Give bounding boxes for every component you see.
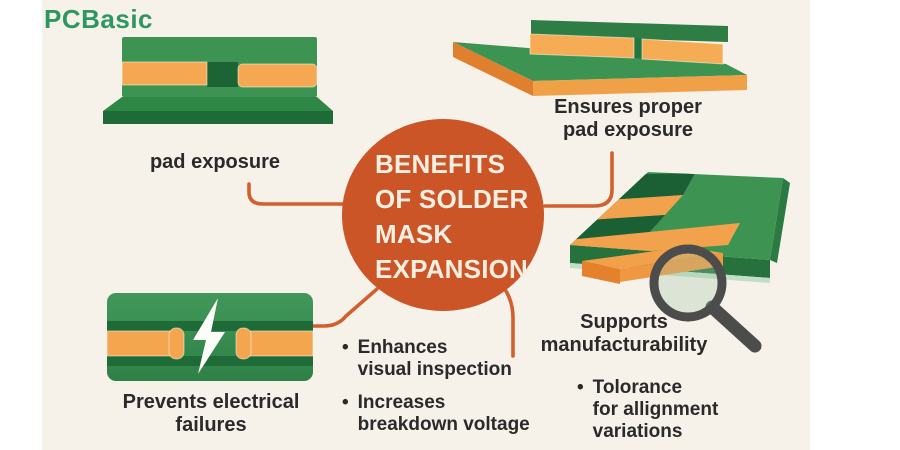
bullet-item-tolerance: • Tolorance for allignment variations	[577, 377, 718, 443]
connector-bullets	[504, 289, 515, 358]
copper-pad-right	[237, 63, 318, 88]
bullet-text: Tolorance for allignment variations	[592, 377, 719, 442]
bullet-item-increases: • Increases breakdown voltage	[342, 392, 530, 436]
magnifier-handle	[705, 300, 762, 353]
board-left-edge	[453, 42, 533, 96]
copper-pad-left	[106, 330, 174, 357]
board-front-edge	[533, 75, 747, 96]
pad-front-left	[582, 261, 620, 284]
bullet-marker: •	[342, 392, 349, 413]
magnifier-lens	[649, 244, 727, 322]
copper-pad-right	[641, 38, 724, 65]
bullet-text: Enhances visual inspection	[357, 337, 512, 380]
lightning-bolt-icon	[193, 298, 225, 374]
solder-mask-gap	[207, 62, 238, 87]
pad-cap-right	[235, 327, 252, 360]
pcbasic-logo: PCBasic	[44, 4, 153, 34]
pcb-pads-illustration	[453, 20, 747, 96]
mask-stripe-bottom	[107, 356, 313, 366]
board-top	[453, 42, 747, 81]
bullet-item-enhances: • Enhances visual inspection	[342, 337, 512, 381]
magnifying-glass-icon	[649, 244, 762, 353]
board-right-edge	[770, 178, 790, 263]
label-prevents-electrical-failures: Prevents electrical failures	[122, 391, 300, 436]
copper-pad-left	[529, 33, 635, 59]
copper-pad-right	[246, 330, 314, 357]
connector-prevents	[311, 287, 379, 328]
connector-ensures	[543, 151, 614, 208]
bullet-text: Increases breakdown voltage	[357, 392, 530, 435]
bullet-marker: •	[577, 377, 584, 398]
label-pad-exposure: pad exposure	[149, 151, 281, 173]
center-circle: BENEFITS OF SOLDER MASK EXPANSION	[342, 119, 544, 311]
pcb-base-top	[103, 97, 333, 111]
copper-pad-left	[121, 61, 208, 86]
bullet-marker: •	[342, 337, 349, 358]
label-ensures-proper-pad-exposure: Ensures proper pad exposure	[554, 96, 702, 141]
pcb-gap-illustration	[106, 293, 314, 381]
pcb-base-front	[103, 111, 333, 124]
center-title: BENEFITS OF SOLDER MASK EXPANSION	[375, 149, 529, 284]
pcb-board-magnifier-illustration	[570, 172, 790, 353]
connector-pad-exposure	[247, 182, 349, 206]
pcb-cross-section-illustration	[103, 37, 333, 124]
label-supports-manufacturability: Supports manufacturability	[540, 311, 708, 356]
pad-cap-left	[168, 327, 185, 360]
pad-front-right	[620, 253, 723, 282]
